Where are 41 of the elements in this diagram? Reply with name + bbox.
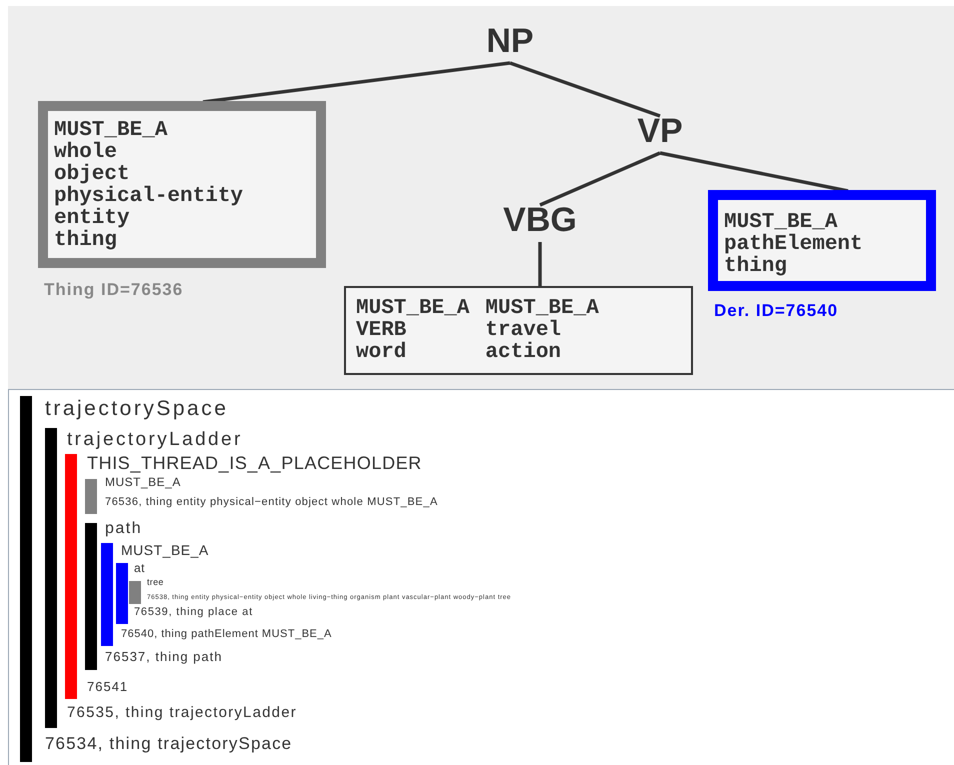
id-caption: Thing ID=76536 [44, 281, 184, 298]
feature-text: entity [54, 208, 131, 230]
tree-branch [509, 61, 661, 118]
feature-text: word [356, 342, 408, 364]
tree-branch [538, 242, 542, 287]
feature-text: object [54, 164, 130, 186]
feature-text: thing [54, 230, 118, 252]
group-footer: 76534, thing trajectorySpace [45, 735, 292, 752]
feature-text: VERB [356, 320, 408, 342]
feature-text: physical-entity [54, 186, 244, 208]
feature-text: MUST_BE_A [356, 298, 470, 320]
group-heading: tree [147, 578, 164, 587]
feature-text: whole [54, 142, 118, 164]
group-heading: trajectoryLadder [67, 430, 243, 449]
group-footer: 76539, thing place at [134, 607, 253, 618]
tree-label: VP [636, 112, 684, 151]
group-heading: trajectorySpace [45, 398, 228, 419]
feature-text: MUST_BE_A [54, 120, 168, 142]
group-heading: MUST_BE_A [121, 543, 209, 557]
group-footer: 76540, thing pathElement MUST_BE_A [121, 629, 332, 640]
feature-text: MUST_BE_A [724, 212, 838, 234]
feature-text: action [485, 342, 562, 364]
group-footer: 76536, thing entity physical−entity object whole MUST_BE_A [105, 497, 438, 508]
group-footer: 76541 [87, 680, 128, 693]
group-heading: MUST_BE_A [105, 476, 181, 488]
group-footer: 76535, thing trajectoryLadder [67, 705, 297, 720]
feature-text: travel [485, 320, 562, 342]
tree-branch [660, 151, 848, 193]
group-heading: path [105, 521, 142, 537]
group-heading: at [134, 562, 146, 574]
feature-box [344, 286, 693, 375]
group-footer: 76537, thing path [105, 650, 222, 663]
feature-text: MUST_BE_A [485, 298, 599, 320]
tree-branch [202, 61, 510, 104]
tree-branch [539, 151, 661, 207]
feature-text: pathElement [724, 234, 863, 256]
tree-label: NP [485, 22, 535, 61]
group-heading: THIS_THREAD_IS_A_PLACEHOLDER [87, 454, 422, 472]
tree-label: VBG [502, 201, 578, 240]
id-caption: Der. ID=76540 [714, 302, 838, 319]
feature-text: thing [724, 256, 788, 278]
